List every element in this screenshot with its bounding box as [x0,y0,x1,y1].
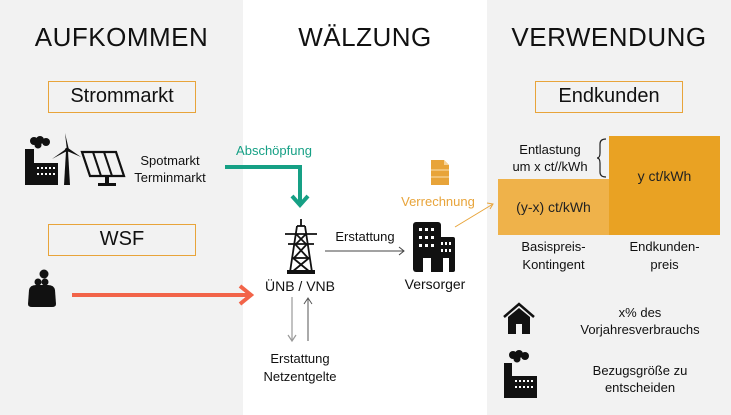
entlastung-line1: Entlastung [519,142,581,157]
house-group-line1: x% des [618,305,662,320]
bar-basispreis-value: (y-x) ct/kWh [516,199,591,215]
wind-turbine-icon [52,133,81,185]
factory-group-line2: entscheiden [604,380,676,395]
strommarkt-label: Strommarkt [48,81,196,113]
erstattung-netzentgelte-line2: Netzentgelte [263,369,337,384]
market-spotmarkt: Spotmarkt [140,153,200,168]
erstattung-netzentgelte-line1: Erstattung [270,351,330,366]
entlastung-line2: um x ct//kWh [512,159,588,174]
netzbetreiber-label: ÜNB / VNB [264,278,335,294]
caption-basispreis-line2: Kontingent [522,257,585,272]
document-icon [431,160,449,185]
panel-waelzung [243,0,487,415]
heading-waelzung: WÄLZUNG [298,22,432,52]
market-terminmarkt: Terminmarkt [134,170,206,185]
caption-endkundenpreis-line2: preis [650,257,679,272]
panel-aufkommen [0,0,243,415]
power-pylon-icon [285,219,317,274]
caption-endkundenpreis-line1: Endkunden- [629,239,700,254]
solar-panel-icon [80,150,126,186]
caption-basispreis-line1: Basispreis- [521,239,586,254]
factory-icon [25,136,58,185]
factory-group-line1: Bezugsgröße zu [592,363,688,378]
bar-endkundenpreis: y ct/kWh [609,136,720,235]
bar-basispreis-kontingent: (y-x) ct/kWh [498,179,609,235]
purse-icon [28,269,56,307]
abschoepfung-label: Abschöpfung [236,143,312,158]
erstattung-label: Erstattung [335,229,395,244]
wsf-label: WSF [48,224,196,256]
house-group-line2: Vorjahresverbrauchs [580,322,700,337]
versorger-label: Versorger [404,276,466,292]
heading-aufkommen: AUFKOMMEN [34,22,209,52]
house-icon [503,302,535,334]
building-icon [413,222,455,272]
factory-icon [504,350,537,398]
heading-verwendung: VERWENDUNG [511,22,707,52]
endkunden-label: Endkunden [535,81,683,113]
bar-endkundenpreis-value: y ct/kWh [637,167,692,184]
verrechnung-label: Verrechnung [401,194,475,209]
curly-brace [596,138,607,178]
